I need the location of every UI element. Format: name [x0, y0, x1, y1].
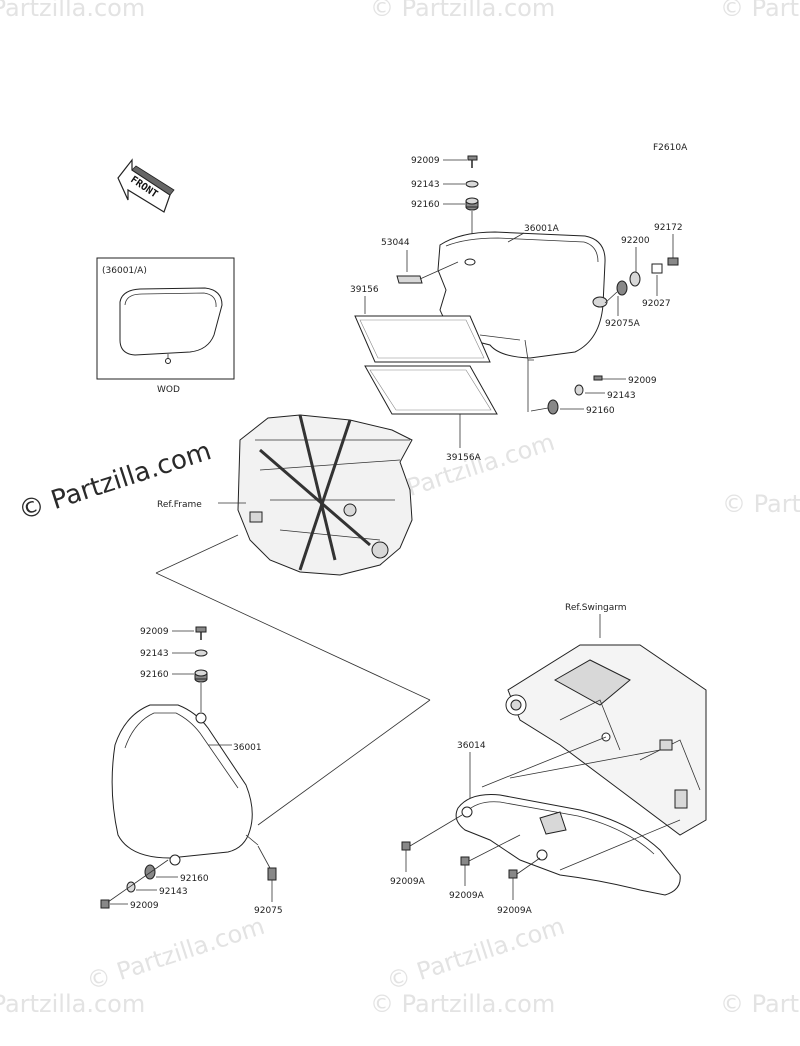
part-label-92009A: 92009A: [449, 891, 485, 901]
washer-icon: [465, 180, 479, 188]
watermark: © Partzilla.com: [83, 912, 268, 996]
part-label-92143: 92143: [159, 887, 188, 897]
grommet-icon: [547, 399, 559, 415]
part-label-92160: 92160: [586, 406, 615, 416]
bottom-left-fastener-stack: 92160 92143 92009: [100, 859, 209, 911]
watermark: © Partzilla.com: [720, 990, 800, 1018]
part-label-92160: 92160: [411, 200, 440, 210]
inset-title: (36001/A): [102, 266, 147, 276]
bolt-icon: [195, 626, 207, 640]
pad-39156: 39156: [350, 285, 491, 363]
part-label-92200: 92200: [621, 236, 650, 246]
left-side-cover: 36001: [111, 704, 262, 866]
part-label-92027: 92027: [642, 299, 671, 309]
watermark: © Partzilla.com: [720, 0, 800, 22]
grommet-icon: [144, 864, 156, 880]
watermark: © Partzilla.com: [370, 990, 555, 1018]
watermark: © Partzilla.com: [722, 490, 800, 518]
part-label-92009: 92009: [411, 156, 440, 166]
part-label-36001A: 36001A: [524, 224, 560, 234]
washer-icon: [574, 384, 584, 396]
bolt-icon: [100, 899, 110, 909]
grommet-icon: [465, 197, 479, 211]
bolt-icon: [593, 375, 603, 381]
part-label-36014: 36014: [457, 741, 486, 751]
swingarm-reference: Ref.Swingarm: [505, 603, 707, 836]
collar-icon: [651, 263, 663, 274]
part-label-92160: 92160: [140, 670, 169, 680]
part-label-39156: 39156: [350, 285, 379, 295]
bolts-92009A: 92009A 92009A 92009A: [390, 814, 541, 916]
bolt-icon: [508, 869, 518, 879]
bolt-icon: [401, 841, 411, 851]
part-label-92143: 92143: [140, 649, 169, 659]
part-label-92009A: 92009A: [390, 877, 426, 887]
clip-icon: [396, 275, 423, 284]
grommet-icon: [616, 280, 628, 296]
right-hardware-92200: 92200 92172 92027 92075A: [604, 223, 683, 329]
front-arrow-icon: FRONT: [117, 158, 175, 213]
part-label-39156A: 39156A: [446, 453, 482, 463]
bolt-icon: [467, 155, 478, 168]
bolt-icon: [460, 856, 470, 866]
washer-icon: [194, 649, 208, 657]
figure-code: F2610A: [653, 143, 688, 153]
watermark: © Partzilla.com: [370, 0, 555, 22]
part-label-36001: 36001: [233, 743, 262, 753]
ref-swingarm-label: Ref.Swingarm: [565, 603, 627, 613]
ref-frame-label: Ref.Frame: [157, 500, 202, 510]
chain-guard: 36014: [455, 736, 681, 896]
inset-box: (36001/A) WOD: [96, 257, 235, 395]
part-label-92009: 92009: [140, 627, 169, 637]
frame-reference: Ref.Frame: [157, 414, 413, 576]
watermark: © Partzilla.com: [383, 912, 568, 996]
part-label-92075: 92075: [254, 906, 283, 916]
part-label-92075A: 92075A: [605, 319, 641, 329]
part-label-92172: 92172: [654, 223, 683, 233]
right-fastener-stack: 92009 92143 92160: [530, 375, 657, 416]
part-label-53044: 53044: [381, 238, 410, 248]
part-label-92143: 92143: [607, 391, 636, 401]
part-label-92009: 92009: [130, 901, 159, 911]
screw-icon: [667, 257, 679, 266]
left-fastener-stack: 92009 92143 92160: [140, 626, 208, 712]
damper-icon: [267, 867, 277, 881]
part-92075: 92075: [254, 845, 283, 916]
watermark: © Partzilla.com: [0, 0, 145, 22]
inset-caption: WOD: [157, 385, 180, 395]
part-label-92009A: 92009A: [497, 906, 533, 916]
part-label-92160: 92160: [180, 874, 209, 884]
watermark-main: © Partzilla.com: [15, 436, 215, 527]
grommet-icon: [194, 669, 208, 683]
part-label-92143: 92143: [411, 180, 440, 190]
pad-39156A: 39156A: [364, 365, 498, 463]
watermark: © Partzilla.com: [0, 990, 145, 1018]
part-label-92009: 92009: [628, 376, 657, 386]
